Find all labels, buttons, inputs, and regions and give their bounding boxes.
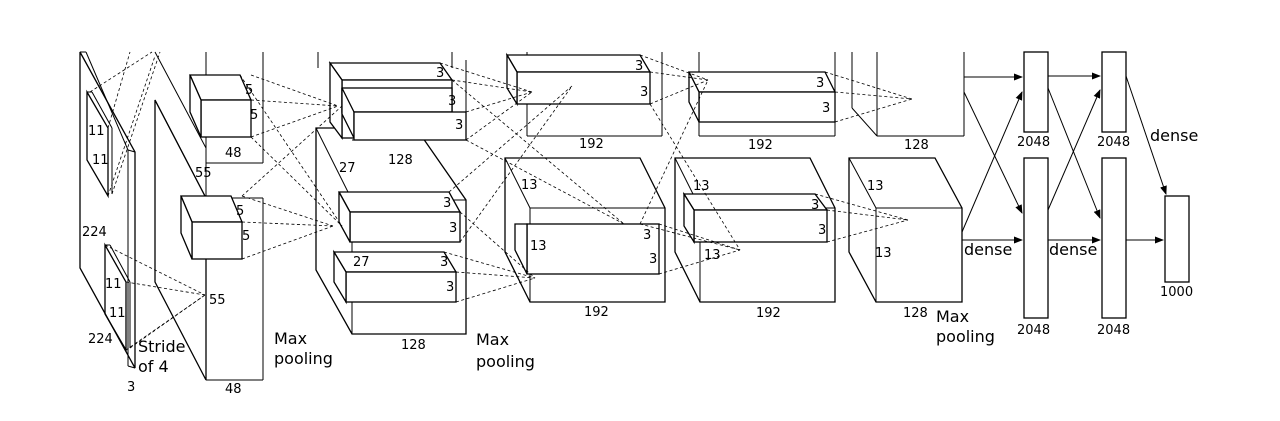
conv1-depth-label: 48	[225, 146, 242, 161]
maxpool-label: Max	[936, 307, 969, 326]
kernel-5-label: 5	[250, 108, 258, 123]
kernel-11-label: 11	[92, 153, 109, 168]
kernel-5-label: 5	[245, 83, 253, 98]
kernel-3-label: 3	[643, 228, 651, 243]
kernel-3-label: 3	[640, 85, 648, 100]
kernel-3-label: 3	[446, 280, 454, 295]
conv5-volume-top	[851, 52, 965, 137]
dashed-connections	[89, 51, 913, 351]
conv5-size-label: 13	[875, 246, 892, 261]
kernel-3-label: 3	[635, 59, 643, 74]
conv1-depth-label: 48	[225, 382, 242, 397]
conv2-depth-label: 128	[401, 338, 426, 353]
fc6-size-label: 2048	[1017, 323, 1050, 338]
kernel-3-label: 3	[443, 196, 451, 211]
fc6-bottom	[1023, 157, 1049, 319]
fc7-top	[1101, 51, 1127, 133]
conv3-size-label: 13	[521, 178, 538, 193]
kernel-3-label: 3	[436, 66, 444, 81]
kernel-5-label: 5	[242, 229, 250, 244]
maxpool-label-2: pooling	[274, 349, 333, 368]
dense-label: dense	[1049, 240, 1097, 259]
kernel-3-label: 3	[455, 118, 463, 133]
kernel-3-label: 3	[822, 101, 830, 116]
fc7-bottom	[1101, 157, 1127, 319]
conv3-size-label: 13	[530, 239, 547, 254]
stride-label-2: of 4	[138, 357, 169, 376]
fc6-top	[1023, 51, 1049, 133]
fc7-size-label: 2048	[1097, 323, 1130, 338]
labels: 3 224 224 11 11 11 11 Stride of 4 55 55 …	[82, 59, 1198, 397]
kernel-3-label: 3	[448, 94, 456, 109]
conv5-depth-label: 128	[903, 306, 928, 321]
conv5-volume-bottom	[848, 157, 963, 303]
dense-arrows	[961, 72, 1167, 244]
kernel-3-label: 3	[811, 198, 819, 213]
conv4-volume-bottom	[674, 157, 836, 303]
conv5-size-label: 13	[867, 179, 884, 194]
output-size-label: 1000	[1160, 285, 1193, 300]
fc7-size-label: 2048	[1097, 135, 1130, 150]
input-image-volume	[79, 51, 136, 369]
maxpool-label-2: pooling	[936, 327, 995, 346]
conv3-volume-bottom	[504, 157, 666, 303]
conv2-depth-label: 128	[388, 153, 413, 168]
input-depth-label: 3	[127, 380, 135, 395]
kernel-3-label: 3	[449, 221, 457, 236]
kernel-11-label: 11	[88, 124, 105, 139]
conv4-size-label: 13	[704, 248, 721, 263]
conv3-depth-label: 192	[584, 305, 609, 320]
kernel-3-label: 3	[440, 255, 448, 270]
kernel-3-label: 3	[649, 252, 657, 267]
conv2-kernel-bottom	[332, 191, 462, 305]
conv4-depth-label: 192	[756, 306, 781, 321]
conv2-kernel-top	[328, 60, 467, 141]
kernel-11-label: 11	[105, 277, 122, 292]
kernel-3-label: 3	[818, 223, 826, 238]
dense-label: dense	[1150, 126, 1198, 145]
kernel-5-label: 5	[236, 204, 244, 219]
input-width-label: 224	[88, 332, 113, 347]
maxpool-label: Max	[274, 329, 307, 348]
conv4-volume-top	[687, 52, 837, 137]
stride-label: Stride	[138, 337, 185, 356]
fc6-size-label: 2048	[1017, 135, 1050, 150]
conv4-size-label: 13	[693, 179, 710, 194]
input-height-label: 224	[82, 225, 107, 240]
conv2-size-label: 27	[339, 161, 356, 176]
kernel-3-label: 3	[816, 76, 824, 91]
conv1-size-label: 55	[209, 293, 226, 308]
kernel-11-label: 11	[109, 306, 126, 321]
conv3-volume-top	[505, 52, 663, 137]
conv1-kernel-bottom	[180, 195, 243, 260]
dense-label: dense	[964, 240, 1012, 259]
conv1-kernel-top	[189, 74, 252, 138]
conv3-depth-label: 192	[579, 137, 604, 152]
conv5-depth-label: 128	[904, 138, 929, 153]
conv1-size-label: 55	[195, 166, 212, 181]
conv2-size-label: 27	[353, 255, 370, 270]
output-layer	[1164, 195, 1190, 283]
maxpool-label-2: pooling	[476, 352, 535, 371]
maxpool-label: Max	[476, 330, 509, 349]
conv4-depth-label: 192	[748, 138, 773, 153]
